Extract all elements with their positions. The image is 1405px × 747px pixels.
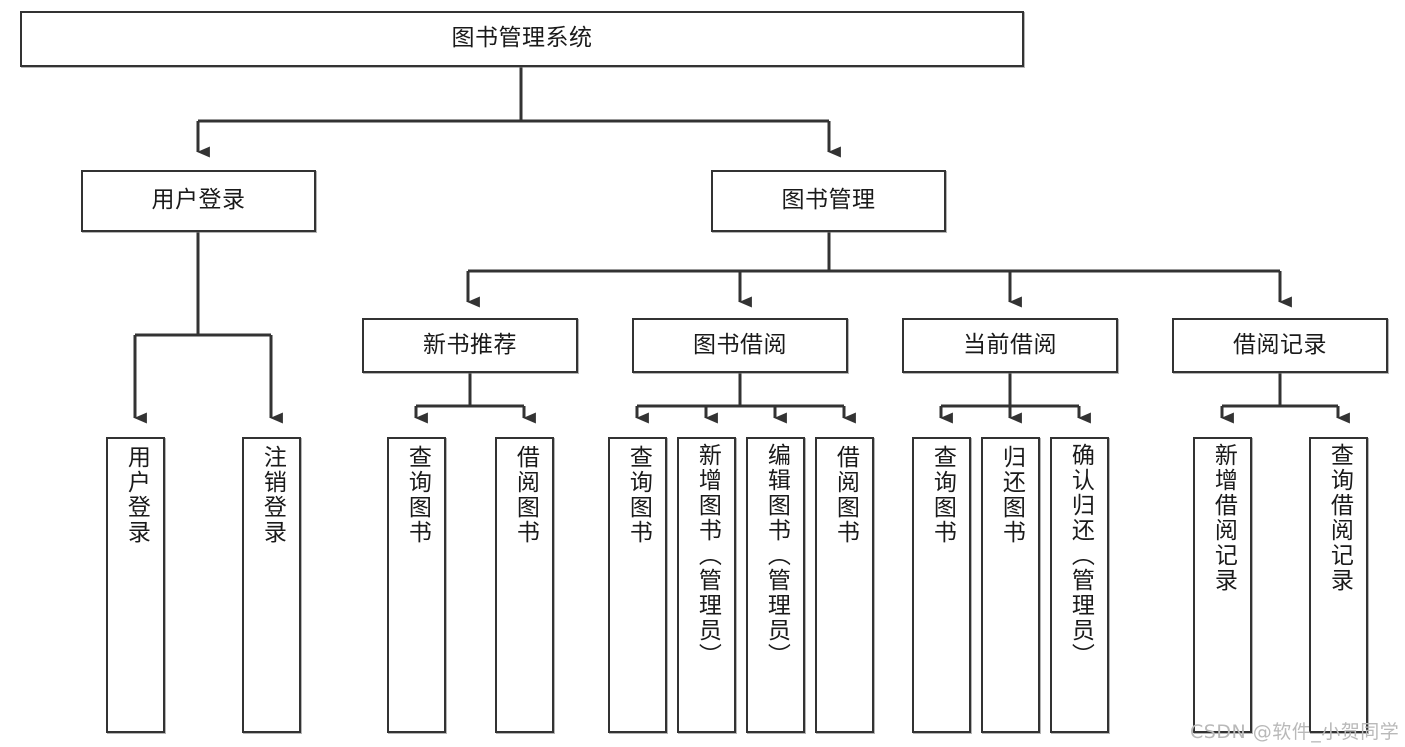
csdn-watermark: CSDN @软件_小贺同学 — [1190, 721, 1400, 743]
node-user-login[interactable]: 用户登录 — [81, 170, 316, 232]
node-new-book-recommend[interactable]: 新书推荐 — [362, 318, 578, 373]
node-current-borrow[interactable]: 当前借阅 — [902, 318, 1118, 373]
node-leaf-edit-book-admin[interactable]: 编辑图书（管理员） — [746, 437, 805, 733]
node-new-book-recommend-label: 新书推荐 — [423, 331, 517, 358]
node-book-manage[interactable]: 图书管理 — [711, 170, 946, 232]
node-leaf-borrow-book-1[interactable]: 借阅图书 — [495, 437, 554, 733]
node-root-system[interactable]: 图书管理系统 — [20, 11, 1024, 67]
node-leaf-confirm-return-admin-label: 确认归还（管理员） — [1067, 443, 1094, 668]
node-leaf-borrow-book-2[interactable]: 借阅图书 — [815, 437, 874, 733]
node-leaf-query-book-1-label: 查询图书 — [404, 445, 431, 545]
node-leaf-return-book-label: 归还图书 — [998, 445, 1025, 545]
node-leaf-user-login-label: 用户登录 — [123, 445, 150, 545]
node-leaf-borrow-book-2-label: 借阅图书 — [832, 445, 859, 545]
node-leaf-confirm-return-admin[interactable]: 确认归还（管理员） — [1050, 437, 1109, 733]
node-leaf-query-book-3-label: 查询图书 — [929, 445, 956, 545]
node-leaf-add-borrow-record[interactable]: 新增借阅记录 — [1193, 437, 1252, 733]
node-borrow-record[interactable]: 借阅记录 — [1172, 318, 1388, 373]
node-book-manage-label: 图书管理 — [781, 187, 876, 214]
node-leaf-logout-login-label: 注销登录 — [259, 445, 286, 545]
node-borrow-record-label: 借阅记录 — [1233, 331, 1327, 358]
node-current-borrow-label: 当前借阅 — [963, 331, 1057, 358]
node-leaf-add-borrow-record-label: 新增借阅记录 — [1210, 443, 1237, 593]
node-leaf-edit-book-admin-label: 编辑图书（管理员） — [763, 443, 790, 668]
node-root-label: 图书管理系统 — [451, 25, 593, 52]
node-leaf-query-book-2-label: 查询图书 — [625, 445, 652, 545]
node-user-login-label: 用户登录 — [151, 187, 246, 214]
node-leaf-user-login[interactable]: 用户登录 — [106, 437, 165, 733]
node-book-borrow-label: 图书借阅 — [693, 331, 787, 358]
node-leaf-query-book-2[interactable]: 查询图书 — [608, 437, 667, 733]
node-leaf-borrow-book-1-label: 借阅图书 — [512, 445, 539, 545]
node-leaf-query-book-3[interactable]: 查询图书 — [912, 437, 971, 733]
node-leaf-return-book[interactable]: 归还图书 — [981, 437, 1040, 733]
node-leaf-add-book-admin[interactable]: 新增图书（管理员） — [677, 437, 736, 733]
node-leaf-query-borrow-record-label: 查询借阅记录 — [1326, 443, 1353, 593]
node-book-borrow[interactable]: 图书借阅 — [632, 318, 848, 373]
node-leaf-logout-login[interactable]: 注销登录 — [242, 437, 301, 733]
node-leaf-query-borrow-record[interactable]: 查询借阅记录 — [1309, 437, 1368, 733]
node-leaf-query-book-1[interactable]: 查询图书 — [387, 437, 446, 733]
node-leaf-add-book-admin-label: 新增图书（管理员） — [694, 443, 721, 668]
